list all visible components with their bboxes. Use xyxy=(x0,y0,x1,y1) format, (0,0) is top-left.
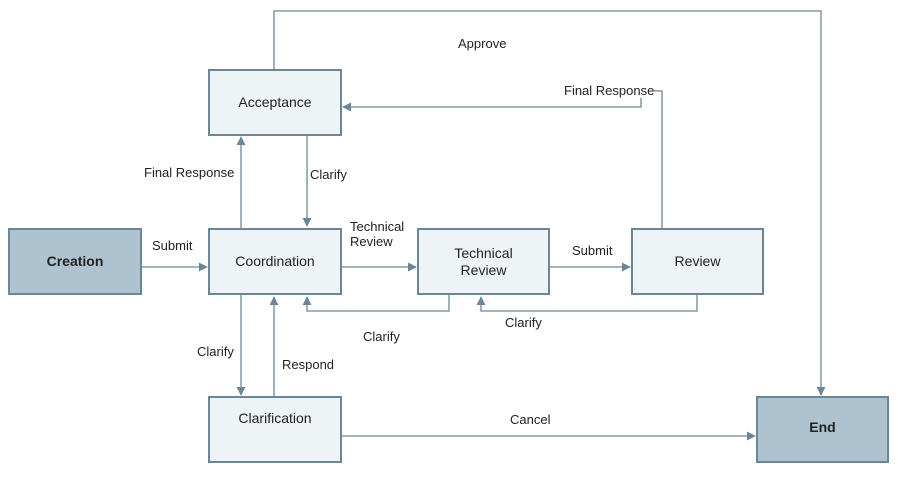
node-clarification[interactable]: Clarification xyxy=(208,396,342,463)
edge-label-respond: Respond xyxy=(282,357,335,372)
edge-label-clarify-accept: Clarify xyxy=(310,167,347,182)
edge-approve xyxy=(273,10,826,396)
node-technical-review[interactable]: Technical Review xyxy=(417,228,550,295)
node-review-label: Review xyxy=(674,253,721,269)
edge-label-final-response-coord: Final Response xyxy=(144,165,235,180)
edge-final-response-review xyxy=(342,90,663,228)
edge-label-cancel: Cancel xyxy=(510,412,551,427)
node-end-label: End xyxy=(809,419,836,435)
node-acceptance[interactable]: Acceptance xyxy=(208,69,342,136)
edge-label-submit-creation: Submit xyxy=(152,238,193,253)
node-clarification-label: Clarification xyxy=(238,410,312,426)
node-technical-review-label: Technical Review xyxy=(454,244,513,278)
edge-label-technical-review: Technical Review xyxy=(350,219,405,249)
edge-label-clarify-coord: Clarify xyxy=(197,344,234,359)
edge-label-final-response-review: Final Response xyxy=(564,83,655,98)
edge-label-submit-review: Submit xyxy=(572,243,613,258)
edge-label-clarify-tech: Clarify xyxy=(363,329,400,344)
node-creation-label: Creation xyxy=(46,253,104,269)
node-end[interactable]: End xyxy=(756,396,889,463)
node-acceptance-label: Acceptance xyxy=(238,94,312,110)
node-review[interactable]: Review xyxy=(631,228,764,295)
edge-clarify-tech xyxy=(302,294,450,312)
edge-label-approve: Approve xyxy=(458,36,507,51)
node-creation[interactable]: Creation xyxy=(8,228,142,295)
edge-label-clarify-review: Clarify xyxy=(505,315,542,330)
edge-clarify-review xyxy=(476,294,698,312)
node-coordination[interactable]: Coordination xyxy=(208,228,342,295)
node-coordination-label: Coordination xyxy=(235,253,315,269)
